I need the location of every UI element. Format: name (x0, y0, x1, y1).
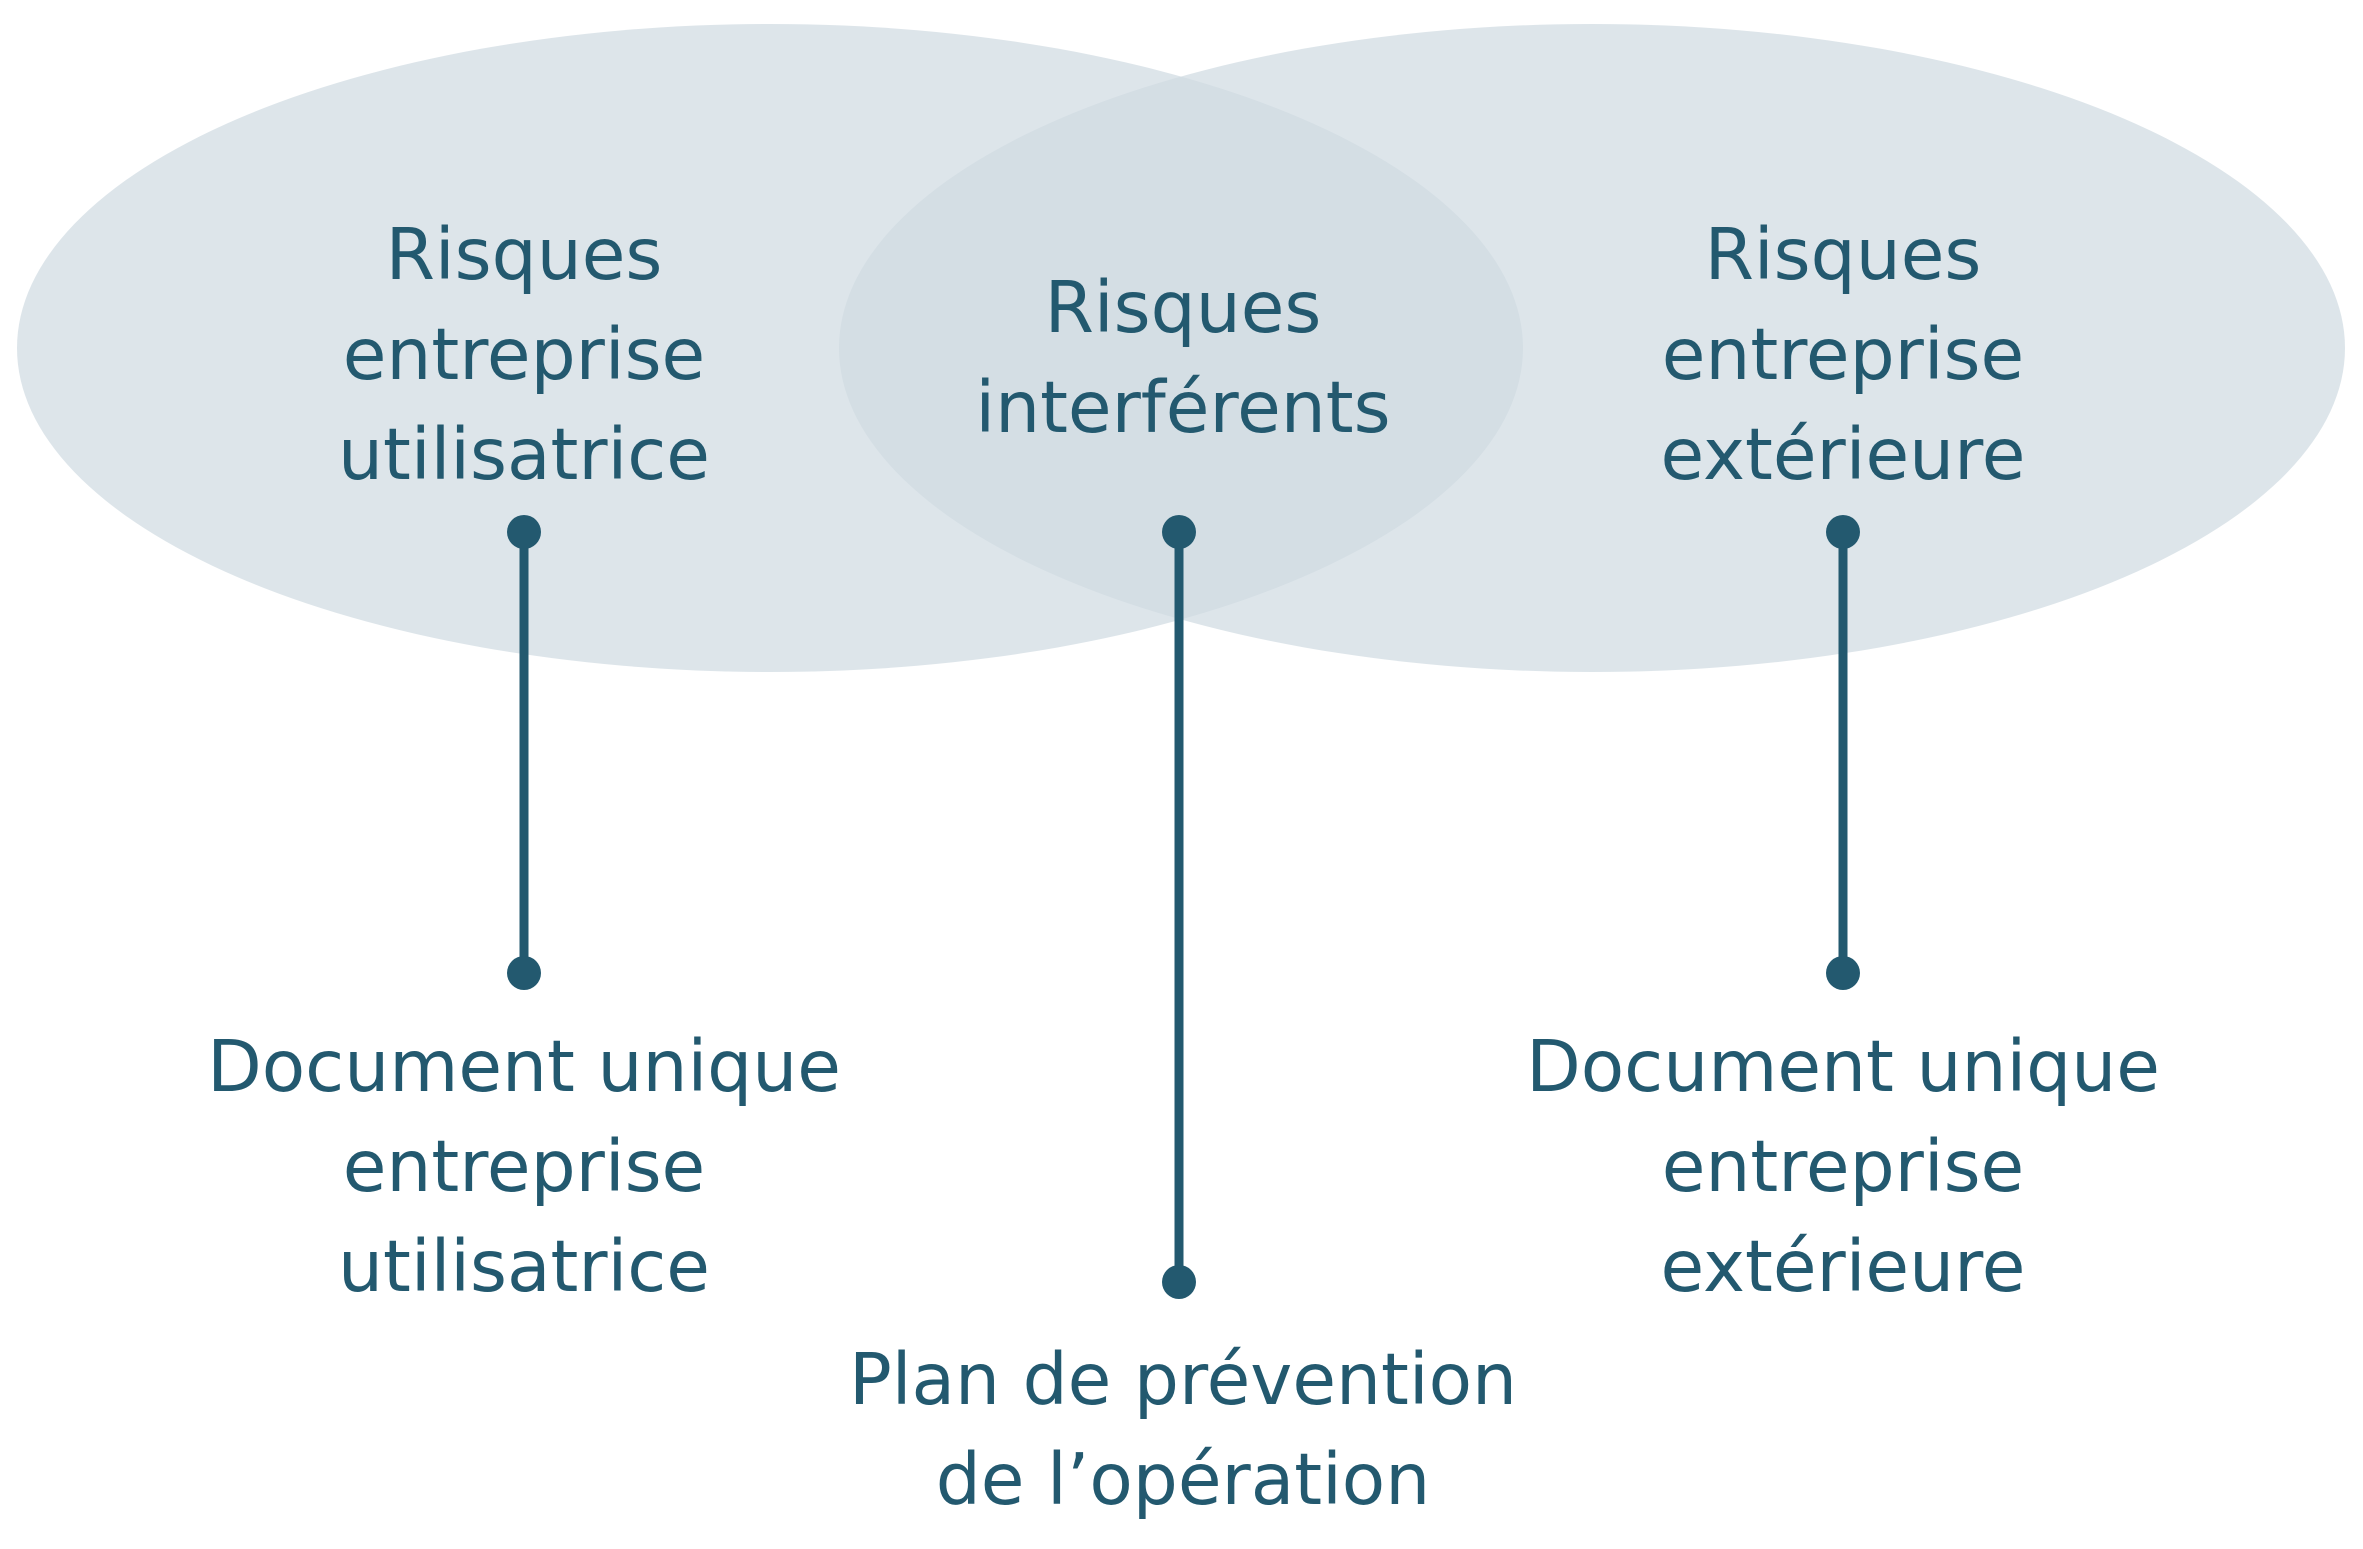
label-risques-entreprise-exterieure: Risques entreprise extérieure (1661, 205, 2026, 505)
connector-dot-center-top (1162, 515, 1196, 549)
connector-dot-right-bottom (1826, 956, 1860, 990)
label-line: entreprise (1661, 313, 2025, 396)
label-line: entreprise (1661, 1125, 2025, 1208)
label-plan-de-prevention: Plan de prévention de l’opération (849, 1330, 1517, 1530)
label-line: entreprise (342, 1125, 706, 1208)
label-document-unique-utilisatrice: Document unique entreprise utilisatrice (207, 1017, 841, 1317)
label-document-unique-exterieure: Document unique entreprise extérieure (1526, 1017, 2160, 1317)
label-risques-entreprise-utilisatrice: Risques entreprise utilisatrice (338, 205, 710, 505)
connector-dot-left-top (507, 515, 541, 549)
label-line: extérieure (1660, 1225, 2026, 1308)
label-risques-interferents: Risques interférents (975, 258, 1390, 458)
connector-dot-right-top (1826, 515, 1860, 549)
label-line: Document unique (207, 1025, 841, 1108)
label-line: extérieure (1660, 413, 2026, 496)
label-line: de l’opération (935, 1438, 1431, 1521)
label-line: Risques (385, 213, 663, 296)
label-line: utilisatrice (338, 413, 710, 496)
label-line: Document unique (1526, 1025, 2160, 1108)
ellipse-entreprise-exterieure (839, 24, 2345, 672)
connector-dot-center-bottom (1162, 1265, 1196, 1299)
label-line: Plan de prévention (848, 1338, 1518, 1421)
connector-dot-left-bottom (507, 956, 541, 990)
label-line: entreprise (342, 313, 706, 396)
label-line: interférents (975, 366, 1391, 449)
label-line: Risques (1704, 213, 1982, 296)
label-line: Risques (1044, 266, 1322, 349)
label-line: utilisatrice (338, 1225, 710, 1308)
